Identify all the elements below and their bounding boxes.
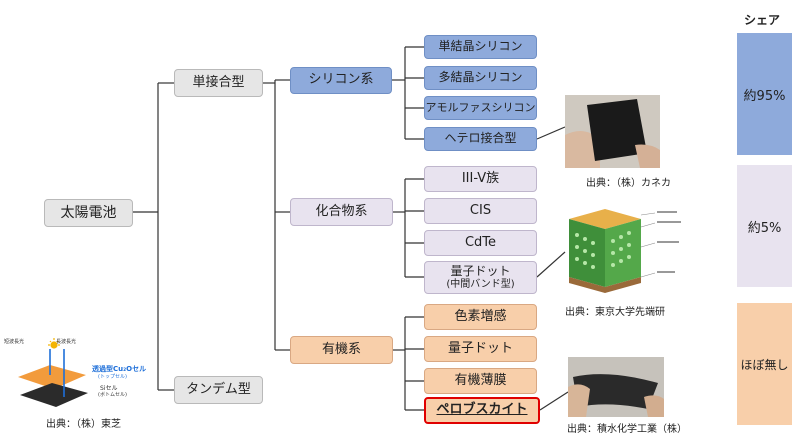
perovskite-film-photo [568,357,664,417]
label-top-cell: (トップセル) [98,374,127,380]
category-compound: 化合物系 [290,198,393,226]
item-monocrystalline-si: 単結晶シリコン [424,35,537,59]
quantum-dot-line1: 量子ドット [450,263,511,278]
label-bottom-cell: (ボトムセル) [98,392,127,398]
item-cdte: CdTe [424,230,537,256]
item-quantum-dot-intermediate-band: 量子ドット (中間バンド型) [424,261,537,294]
item-organic-thin-film: 有機薄膜 [424,368,537,394]
caption-toshiba: 出典：（株）東芝 [46,419,121,430]
item-iii-v: III-V族 [424,166,537,192]
label-si-cell: Siセル [100,385,118,392]
category-organic: 有機系 [290,336,393,364]
share-header: シェア [743,12,780,27]
category-silicon: シリコン系 [290,67,392,94]
item-perovskite: ペロブスカイト [424,397,540,424]
tandem-box: タンデム型 [174,376,263,404]
single-junction-box: 単接合型 [174,69,263,97]
heterojunction-panel-photo [565,95,660,168]
item-heterojunction: ヘテロ接合型 [424,127,537,151]
item-polycrystalline-si: 多結晶シリコン [424,66,537,90]
item-quantum-dot-organic: 量子ドット [424,336,537,362]
tandem-cell-figure [10,337,140,409]
share-compound: 約5% [737,165,792,287]
caption-sekisui: 出典：積水化学工業（株） [567,424,687,435]
item-cis: CIS [424,198,537,224]
label-cu2o-cell: 透過型Cu₂Oセル [92,365,147,373]
share-silicon: 約95% [737,33,792,155]
quantum-dot-structure-figure [565,207,685,295]
caption-kaneka: 出典：（株）カネカ [586,178,671,189]
caption-tokyo: 出典：東京大学先端研 [565,307,665,318]
item-dye-sensitized: 色素増感 [424,304,537,330]
quantum-dot-line2: (中間バンド型) [446,278,515,290]
label-long-wavelength: 長波長光 [56,339,77,345]
item-amorphous-si: アモルファスシリコン [424,96,537,120]
root-solar-cell: 太陽電池 [44,199,133,227]
share-organic: ほぼ無し [737,303,792,425]
label-short-wavelength: 短波長光 [4,339,25,345]
